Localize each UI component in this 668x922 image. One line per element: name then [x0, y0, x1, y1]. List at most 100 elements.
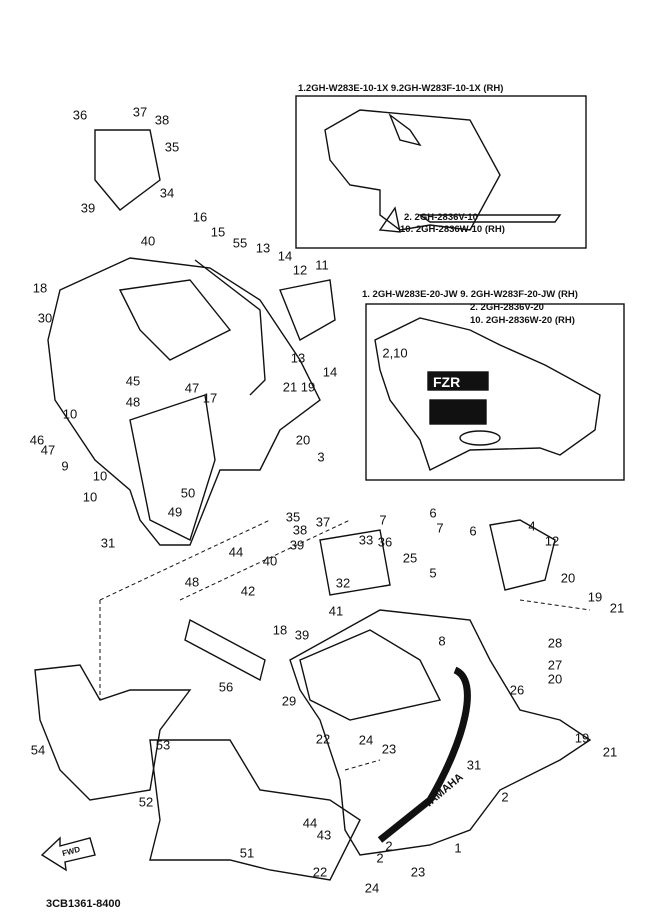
inset-top-box — [295, 95, 587, 249]
callout-50: 50 — [180, 485, 196, 501]
inset-top-line2: 10. 2GH-2836W-10 (RH) — [400, 224, 505, 235]
callout-49: 49 — [167, 504, 183, 520]
upper-fairing — [47, 257, 321, 546]
callout-21: 21 — [602, 744, 618, 760]
callout-30: 30 — [37, 310, 53, 326]
leader-lines — [99, 519, 591, 771]
decal-stripe — [429, 399, 487, 425]
callout-26: 26 — [509, 682, 525, 698]
inset-top-header: 1.2GH-W283E-10-1X 9.2GH-W283F-10-1X (RH) — [298, 83, 504, 94]
callout-47: 47 — [40, 442, 56, 458]
callout-55: 55 — [232, 235, 248, 251]
callout-1: 1 — [454, 840, 462, 856]
callout-22: 22 — [315, 731, 331, 747]
callout-31: 31 — [466, 757, 482, 773]
callout-10: 10 — [92, 468, 108, 484]
under-cowl-51 — [149, 739, 361, 881]
callout-45: 45 — [125, 373, 141, 389]
inset-bottom-line1: 2. 2GH-2836V-20 — [470, 302, 544, 313]
side-panel — [299, 629, 442, 721]
callout-36: 36 — [377, 534, 393, 550]
callout-37: 37 — [132, 104, 148, 120]
fwd-arrow — [40, 836, 96, 872]
callout-21: 21 — [282, 379, 298, 395]
callout-20: 20 — [560, 570, 576, 586]
callout-4: 4 — [528, 518, 536, 534]
callout-18: 18 — [32, 280, 48, 296]
inset-bottom-fairing — [374, 317, 601, 471]
callout-20: 20 — [295, 432, 311, 448]
bracket-11 — [279, 279, 336, 342]
callout-19: 19 — [300, 379, 316, 395]
bracket-56 — [184, 618, 266, 682]
bracket-4 — [489, 519, 556, 591]
callout-2: 2 — [501, 789, 509, 805]
callout-47: 47 — [184, 380, 200, 396]
decal-fzr — [427, 371, 489, 391]
mirror-stay — [194, 259, 266, 396]
callout-3: 3 — [317, 449, 325, 465]
callout-14: 14 — [277, 248, 293, 264]
callout-40: 40 — [140, 233, 156, 249]
callout-18: 18 — [272, 622, 288, 638]
callout-39: 39 — [289, 537, 305, 553]
callout-13: 13 — [255, 240, 271, 256]
callout-2-10: 2,10 — [382, 345, 408, 361]
callout-54: 54 — [30, 742, 46, 758]
callout-12: 12 — [544, 533, 560, 549]
inset-top-fairing — [324, 109, 501, 231]
callout-28: 28 — [547, 635, 563, 651]
callout-53: 53 — [155, 737, 171, 753]
callout-9: 9 — [61, 458, 69, 474]
inset-bottom-line2: 10. 2GH-2836W-20 (RH) — [470, 315, 575, 326]
mirror-bracket — [94, 129, 161, 211]
callout-44: 44 — [228, 544, 244, 560]
callout-11: 11 — [315, 257, 329, 273]
callout-12: 12 — [292, 262, 308, 278]
callout-10: 10 — [82, 489, 98, 505]
callout-17: 17 — [202, 390, 218, 406]
callout-7: 7 — [379, 512, 387, 528]
callout-34: 34 — [159, 185, 175, 201]
callout-27: 27 — [547, 657, 563, 673]
callout-29: 29 — [281, 693, 297, 709]
callout-35: 35 — [164, 139, 180, 155]
callout-44: 44 — [302, 815, 318, 831]
inset-top-details — [378, 112, 562, 233]
fairing-stripe — [377, 666, 471, 843]
callout-52: 52 — [138, 794, 154, 810]
callout-14: 14 — [322, 364, 338, 380]
callout-46: 46 — [29, 432, 45, 448]
under-cowl-54 — [34, 664, 192, 801]
callout-23: 23 — [381, 741, 397, 757]
callout-25: 25 — [402, 550, 418, 566]
callout-39: 39 — [294, 627, 310, 643]
callout-2: 2 — [385, 838, 393, 854]
inset-vent — [459, 430, 501, 446]
callout-31: 31 — [100, 535, 116, 551]
callout-5: 5 — [429, 565, 437, 581]
callout-8: 8 — [438, 633, 446, 649]
inset-bottom-box — [365, 303, 625, 481]
callout-33: 33 — [358, 532, 374, 548]
callout-42: 42 — [240, 583, 256, 599]
callout-48: 48 — [184, 574, 200, 590]
callout-41: 41 — [328, 603, 344, 619]
callout-15: 15 — [210, 224, 226, 240]
callout-2: 2 — [376, 850, 384, 866]
decal-text: FZR — [433, 374, 461, 390]
callout-16: 16 — [192, 209, 208, 225]
callout-7: 7 — [436, 520, 444, 536]
callout-19: 19 — [574, 730, 590, 746]
callout-36: 36 — [72, 107, 88, 123]
callout-6: 6 — [469, 523, 477, 539]
callout-37: 37 — [315, 514, 331, 530]
callout-23: 23 — [410, 864, 426, 880]
callout-24: 24 — [364, 880, 380, 896]
callout-48: 48 — [125, 394, 141, 410]
drawing-number: 3CB1361-8400 — [46, 898, 121, 910]
callout-39: 39 — [80, 200, 96, 216]
callout-19: 19 — [587, 589, 603, 605]
